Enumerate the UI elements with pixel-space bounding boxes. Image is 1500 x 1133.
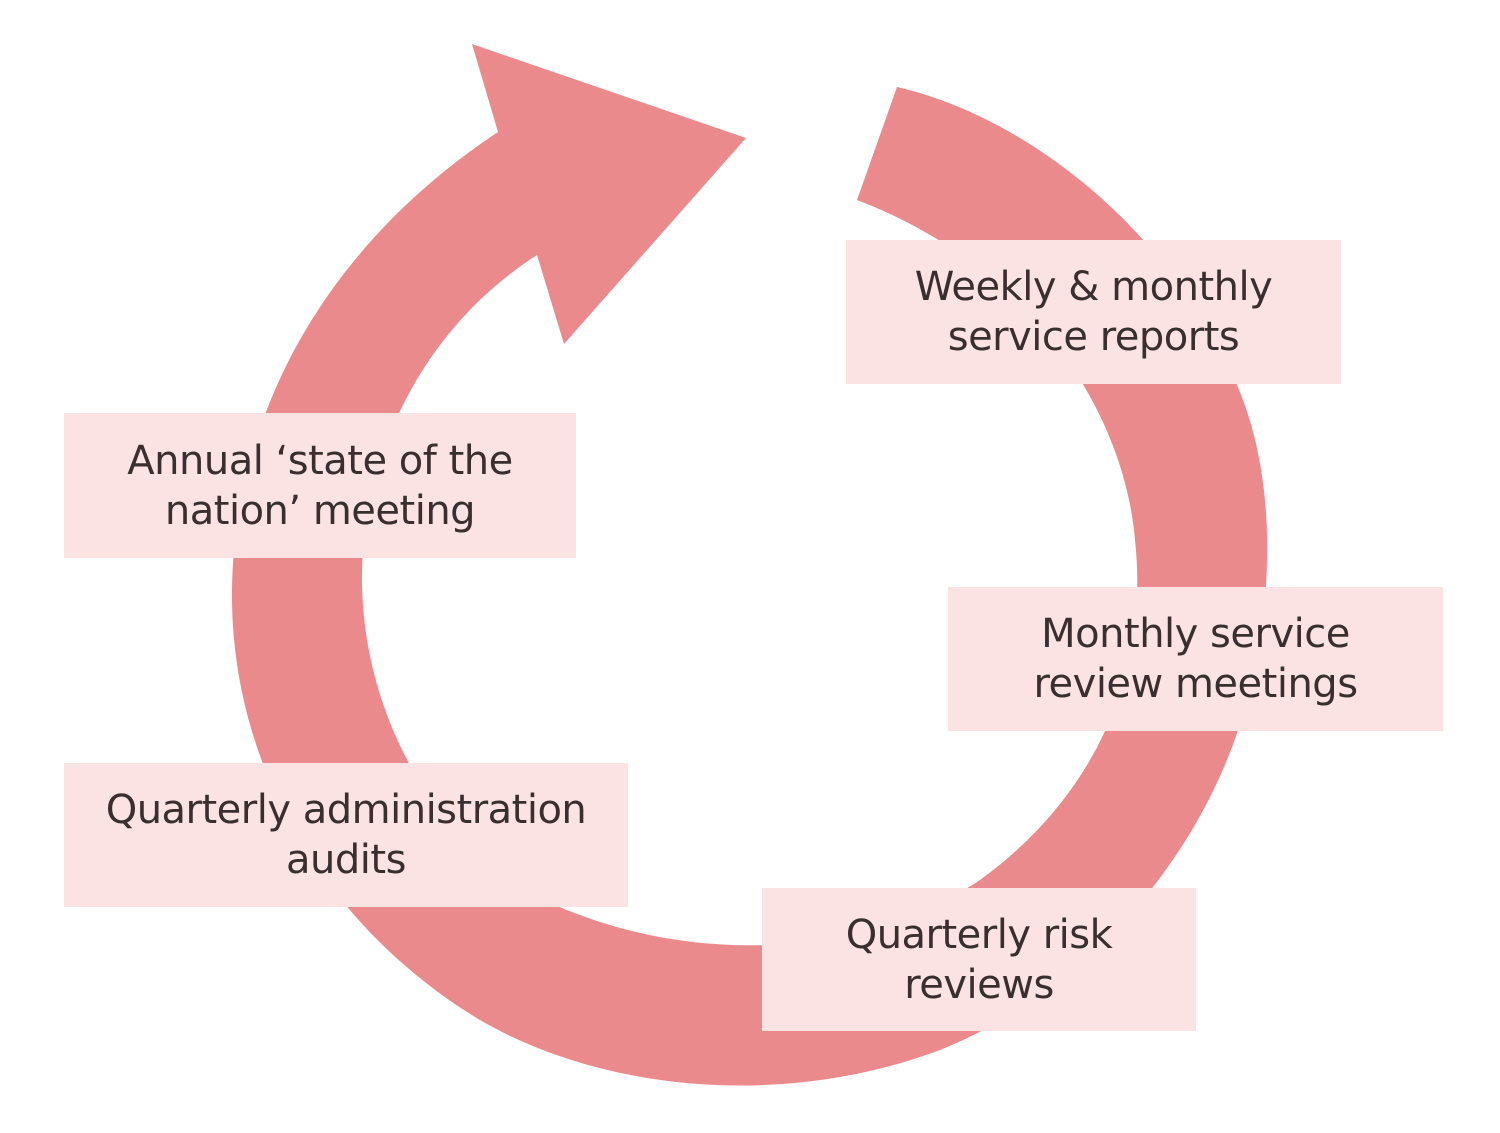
stage-quarterly-risk-reviews: Quarterly risk reviews <box>762 888 1196 1031</box>
stage-monthly-review-meetings: Monthly service review meetings <box>948 587 1443 731</box>
stage-label: Annual ‘state of the nation’ meeting <box>127 437 513 534</box>
stage-weekly-monthly-reports: Weekly & monthly service reports <box>846 240 1341 384</box>
stage-label: Monthly service review meetings <box>1033 611 1358 707</box>
stage-label: Weekly & monthly service reports <box>914 264 1273 360</box>
stage-annual-meeting: Annual ‘state of the nation’ meeting <box>64 413 576 558</box>
stage-label: Quarterly administration audits <box>105 787 587 883</box>
stage-quarterly-admin-audits: Quarterly administration audits <box>64 763 628 907</box>
stage-label: Quarterly risk reviews <box>845 911 1113 1008</box>
